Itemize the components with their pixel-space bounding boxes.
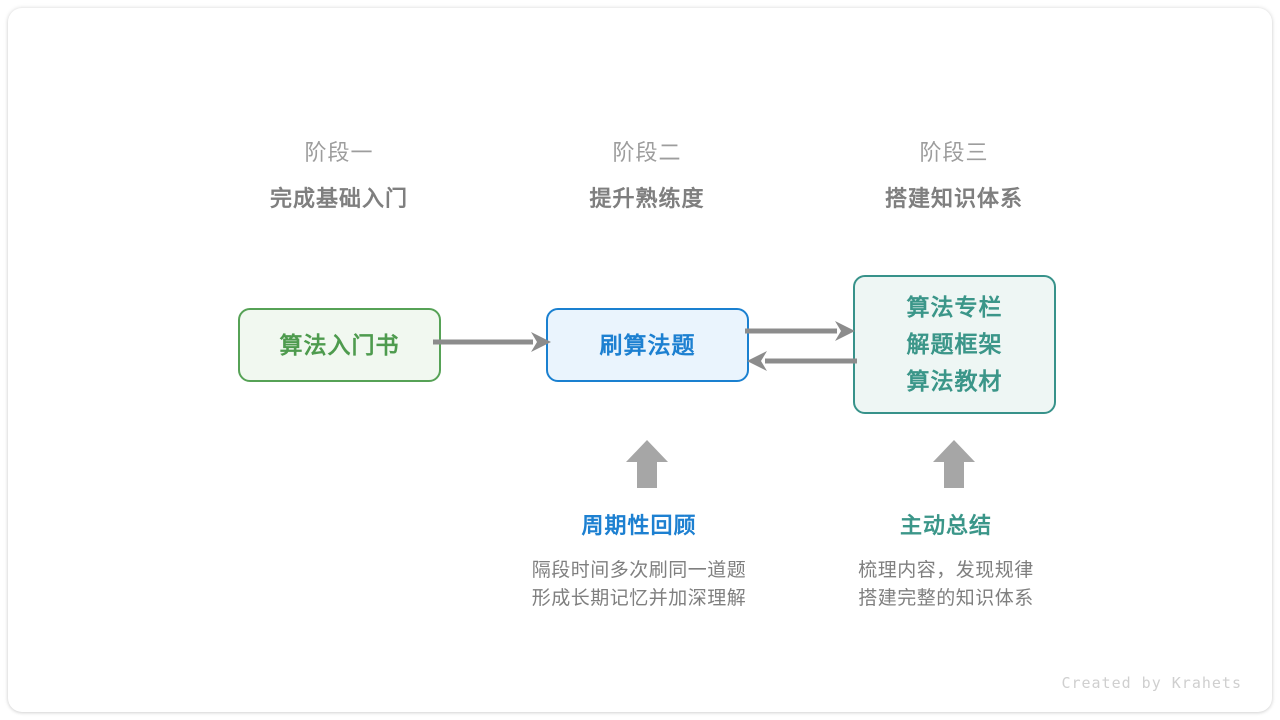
node-algorithm-book[interactable]: 算法入门书 <box>238 308 441 382</box>
note-periodic-review: 周期性回顾 隔段时间多次刷同一道题 形成长期记忆并加深理解 <box>489 511 789 613</box>
note-description: 梳理内容，发现规律 搭建完整的知识体系 <box>796 557 1096 613</box>
credit-watermark: Created by Krahets <box>1061 674 1242 692</box>
stage-column-3: 阶段三 搭建知识体系 <box>824 138 1084 214</box>
arrow-practice-to-knowledge <box>745 321 855 341</box>
node-line: 刷算法题 <box>599 331 696 358</box>
note-description-line: 搭建完整的知识体系 <box>858 588 1034 609</box>
node-line: 算法入门书 <box>279 331 400 358</box>
diagram-canvas: 阶段一 完成基础入门 阶段二 提升熟练度 阶段三 搭建知识体系 算法入门书 刷算… <box>8 8 1272 712</box>
node-knowledge-resources[interactable]: 算法专栏 解题框架 算法教材 <box>853 275 1056 414</box>
note-active-summary: 主动总结 梳理内容，发现规律 搭建完整的知识体系 <box>796 511 1096 613</box>
stage-title: 提升熟练度 <box>589 186 705 211</box>
stage-label: 阶段二 <box>612 140 682 165</box>
stage-column-2: 阶段二 提升熟练度 <box>517 138 777 214</box>
note-title: 周期性回顾 <box>581 513 697 538</box>
node-line: 算法教材 <box>906 368 1003 394</box>
stage-title: 完成基础入门 <box>269 186 408 211</box>
note-description-line: 梳理内容，发现规律 <box>858 560 1034 581</box>
stage-label: 阶段三 <box>919 140 989 165</box>
arrow-summary-up <box>933 440 975 488</box>
node-practice-problems[interactable]: 刷算法题 <box>546 308 749 382</box>
stage-label: 阶段一 <box>304 140 374 165</box>
note-description-line: 隔段时间多次刷同一道题 <box>531 560 747 581</box>
stage-title: 搭建知识体系 <box>884 186 1023 211</box>
arrow-review-up <box>626 440 668 488</box>
note-title: 主动总结 <box>899 513 992 538</box>
note-description-line: 形成长期记忆并加深理解 <box>531 588 747 609</box>
arrow-book-to-practice <box>433 332 551 352</box>
stage-column-1: 阶段一 完成基础入门 <box>209 138 469 214</box>
note-description: 隔段时间多次刷同一道题 形成长期记忆并加深理解 <box>489 557 789 613</box>
node-line: 算法专栏 <box>906 294 1003 320</box>
arrow-knowledge-to-practice <box>747 351 857 371</box>
node-line: 解题框架 <box>906 331 1003 357</box>
